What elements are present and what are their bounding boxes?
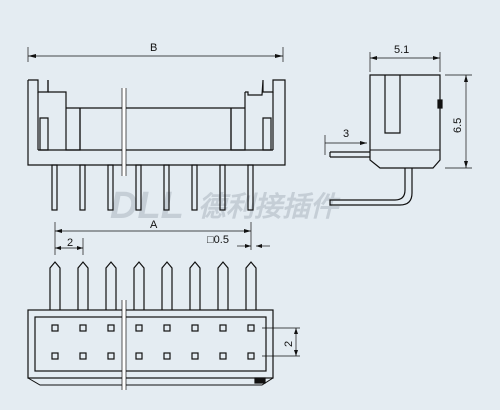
pin-square	[163, 324, 171, 332]
side-pin	[329, 151, 413, 206]
pin-square	[163, 352, 171, 360]
bottom-pin-tip	[133, 261, 145, 310]
front-pin	[79, 164, 86, 211]
pin-square	[247, 324, 255, 332]
dimension-b-label: B	[150, 42, 157, 54]
bottom-pin-tip	[245, 261, 257, 310]
bottom-pin-tips	[49, 261, 257, 310]
dimension-height: 6.5	[445, 74, 472, 169]
dimension-row-pitch-label: 2	[283, 341, 295, 347]
front-pin	[135, 164, 142, 211]
pin-square	[79, 324, 87, 332]
front-pin	[191, 164, 198, 211]
dimension-pin-size: □0.5	[207, 234, 270, 248]
dimension-pin-offset-label: 3	[343, 128, 349, 140]
bottom-housing-inner	[34, 316, 267, 372]
dimension-depth: 5.1	[369, 44, 441, 72]
dimension-pitch: 2	[54, 237, 84, 255]
side-view: 5.1 6.5 3	[324, 44, 472, 206]
front-pin	[51, 164, 58, 211]
dimension-height-label: 6.5	[452, 118, 464, 133]
watermark: DLL 德利接插件	[110, 185, 341, 227]
watermark-latin: DLL	[110, 185, 184, 227]
pin-square	[191, 352, 199, 360]
dimension-a-label: A	[150, 219, 158, 231]
dimension-b: B	[27, 42, 284, 62]
bottom-view: A 2 □0.5	[27, 219, 300, 390]
pin-square	[51, 324, 59, 332]
pin-square	[135, 324, 143, 332]
pin-square	[107, 324, 115, 332]
dimension-pin-offset: 3	[324, 128, 367, 155]
pin-square	[219, 324, 227, 332]
dimension-row-pitch: 2	[262, 327, 300, 357]
front-pin	[163, 164, 170, 211]
pin-grid	[51, 324, 255, 360]
dimension-depth-label: 5.1	[394, 44, 409, 56]
front-pin	[107, 164, 114, 211]
dimension-a: A	[54, 219, 252, 250]
pin-square	[191, 324, 199, 332]
bottom-housing-outer	[27, 309, 274, 379]
pin-square	[51, 352, 59, 360]
front-pins	[51, 164, 254, 211]
pin-square	[247, 352, 255, 360]
front-pin	[247, 164, 254, 211]
bottom-pin-tip	[49, 261, 61, 310]
dimension-pin-size-label: □0.5	[207, 234, 229, 246]
pin-square	[107, 352, 115, 360]
front-view: B	[27, 42, 286, 211]
dimension-pitch-label: 2	[67, 237, 73, 249]
bottom-pin-tip	[189, 261, 201, 310]
front-pin	[219, 164, 226, 211]
bottom-pin-tip	[217, 261, 229, 310]
bottom-pin-tip	[161, 261, 173, 310]
pin-square	[219, 352, 227, 360]
pin-square	[135, 352, 143, 360]
bottom-pin-tip	[105, 261, 117, 310]
pin-square	[79, 352, 87, 360]
bottom-pin-tip	[77, 261, 89, 310]
watermark-chinese: 德利接插件	[198, 190, 341, 223]
side-body-outline	[369, 74, 441, 169]
